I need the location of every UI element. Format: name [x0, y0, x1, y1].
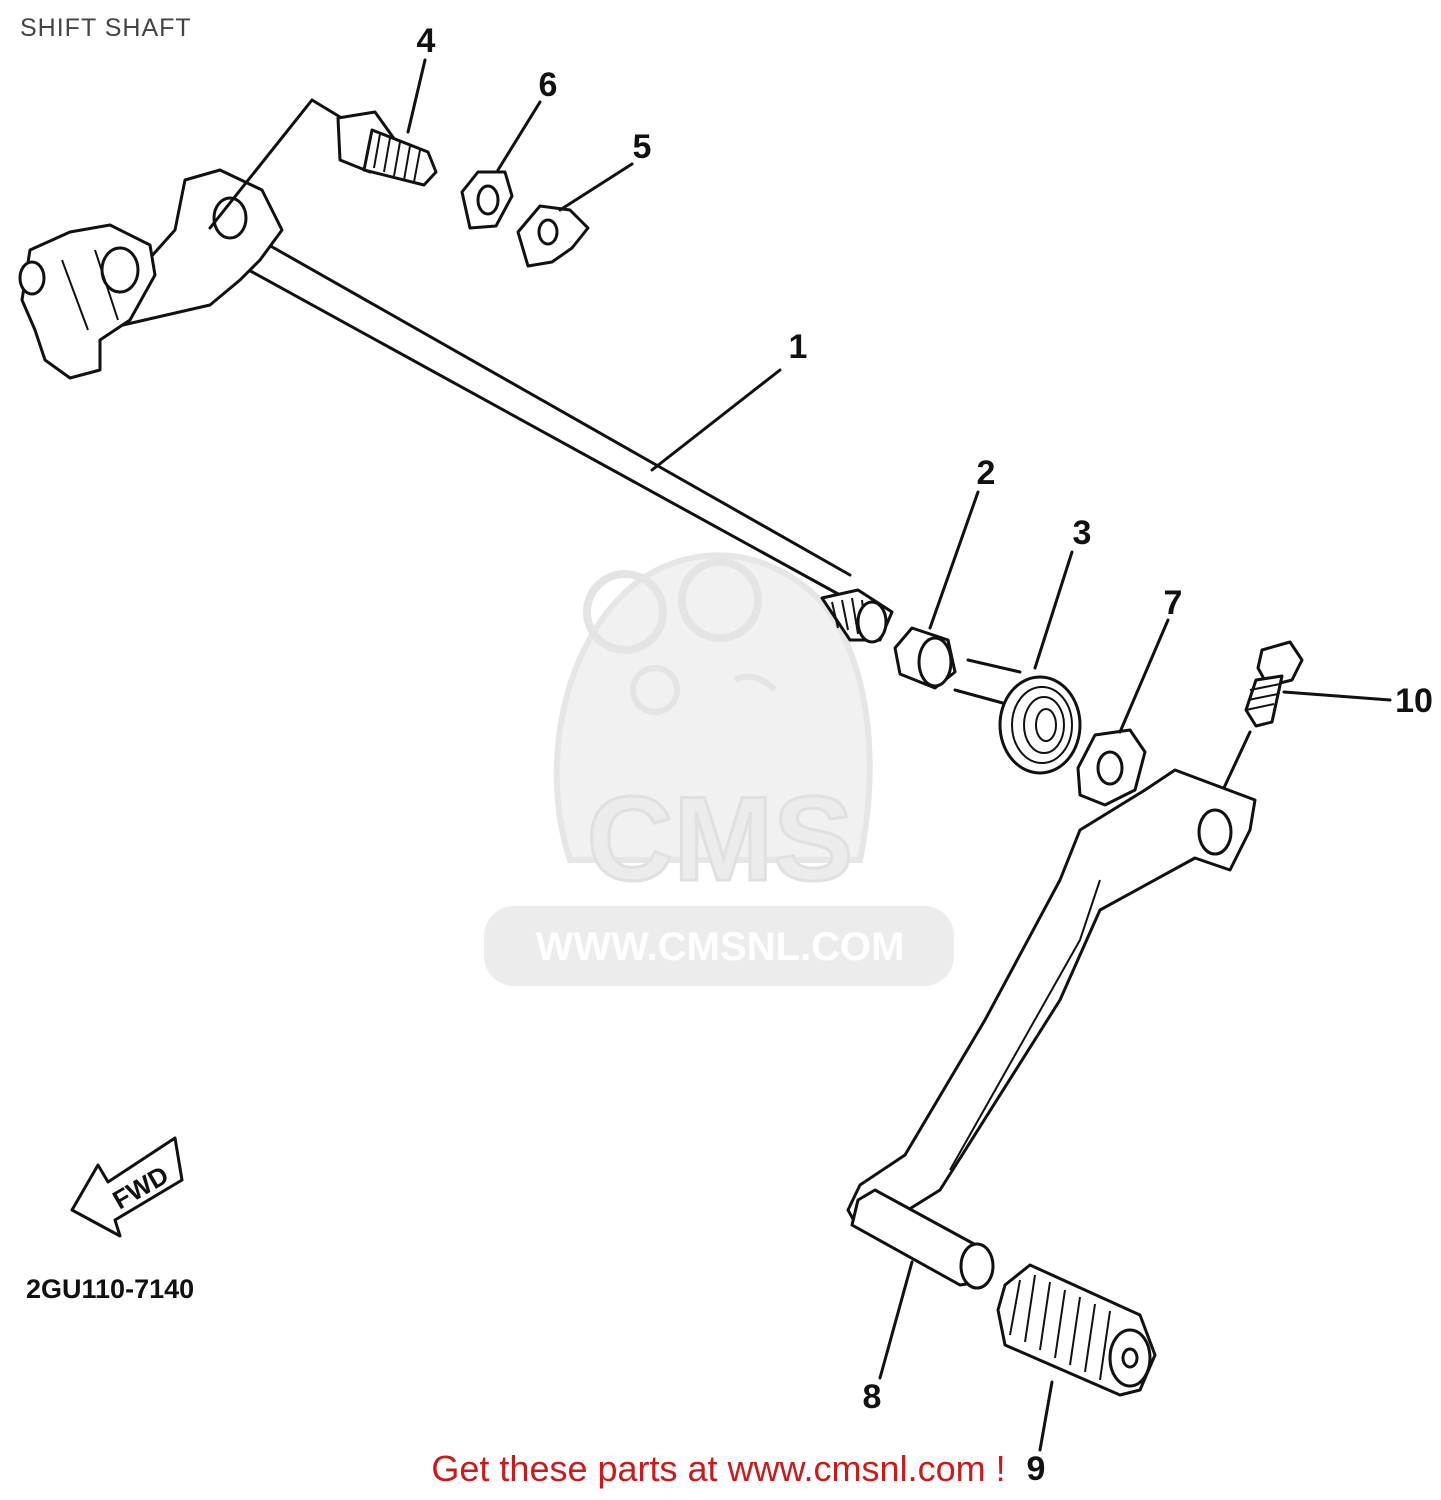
part-pin-8 — [850, 1188, 995, 1290]
leader-7 — [1118, 618, 1170, 734]
part-bolt-10 — [1244, 640, 1304, 728]
part-nut-6 — [460, 170, 514, 230]
part-shift-shaft — [18, 168, 894, 644]
leader-2 — [928, 490, 980, 630]
callout-7: 7 — [1164, 584, 1183, 622]
footer-cta-text: Get these parts at www.cmsnl.com ! — [431, 1448, 1006, 1489]
fwd-arrow-icon: FWD — [70, 1136, 184, 1238]
part-bolt-4 — [336, 110, 438, 187]
page-title: SHIFT SHAFT — [20, 14, 192, 42]
leader-5 — [558, 162, 634, 212]
callout-9: 9 — [1027, 1450, 1046, 1488]
callout-1: 1 — [789, 328, 808, 366]
callout-4: 4 — [417, 22, 436, 60]
part-spring-3 — [953, 658, 1082, 775]
callout-3: 3 — [1073, 514, 1092, 552]
watermark-url: WWW.CMSNL.COM — [536, 925, 905, 969]
footer-cta-link[interactable]: Get these parts at www.cmsnl.com ! — [0, 1448, 1441, 1490]
part-rubber-9 — [996, 1263, 1157, 1397]
leader-10-to-pedal — [1220, 730, 1252, 794]
part-shift-pedal — [846, 768, 1257, 1230]
leader-8 — [878, 1260, 914, 1380]
part-collar-2 — [893, 626, 957, 690]
leader-4 — [406, 58, 427, 134]
diagram-code: 2GU110-7140 — [26, 1274, 194, 1304]
part-washer-7 — [1076, 728, 1147, 807]
callout-10: 10 — [1395, 682, 1433, 720]
leader-9 — [1038, 1380, 1054, 1452]
leader-3 — [1033, 550, 1074, 670]
callout-2: 2 — [977, 454, 996, 492]
callout-6: 6 — [539, 66, 558, 104]
leader-10 — [1282, 690, 1392, 702]
watermark-brand: CMS — [587, 772, 854, 906]
callout-5: 5 — [633, 128, 652, 166]
watermark: CMS WWW.CMSNL.COM — [484, 552, 954, 986]
leader-6 — [496, 100, 542, 172]
callout-8: 8 — [863, 1378, 882, 1416]
part-washer-5 — [516, 204, 590, 268]
leader-1 — [650, 368, 782, 472]
